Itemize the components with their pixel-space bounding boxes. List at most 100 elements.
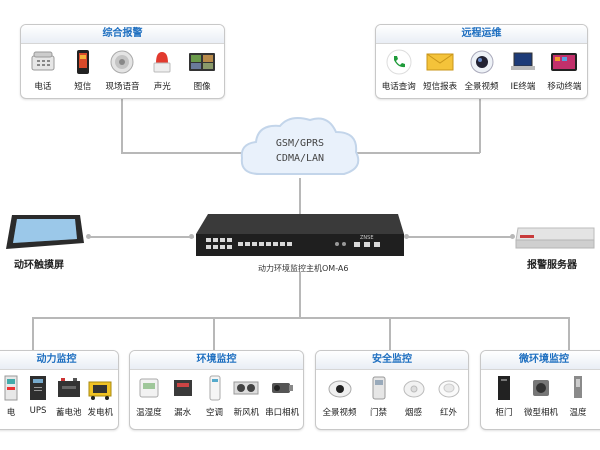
micro-item-temperature[interactable]: 温度	[561, 374, 595, 418]
connector-left-dot-host	[189, 234, 194, 239]
host-label: 动力环境监控主机OM-A6	[258, 264, 349, 273]
security-monitoring-panel: 安全监控 全景视频 门禁 烟感 红外	[315, 350, 469, 430]
remote-item-label: 全景视频	[464, 82, 499, 92]
connector-right	[406, 236, 512, 238]
connector-bottom-1	[32, 317, 34, 351]
alarm-server-icon	[515, 227, 595, 249]
tablet-icon	[549, 48, 579, 76]
power-item-battery[interactable]: 蓄电池	[53, 374, 85, 418]
security-item-label: 红外	[439, 408, 457, 418]
laptop-icon	[508, 48, 538, 76]
infrared-sensor-icon	[434, 374, 464, 402]
host-brand-label: ZNSE	[360, 235, 374, 241]
env-item-fresh-air-fan[interactable]: 新风机	[230, 374, 264, 418]
alarm-item-label: 现场语音	[105, 82, 140, 92]
security-item-label: 烟感	[404, 408, 422, 418]
phone-call-icon	[384, 48, 414, 76]
remote-item-label: 短信报表	[423, 82, 458, 92]
thermo-hygrometer-icon	[134, 374, 164, 402]
alarm-item-label: 短信	[74, 82, 92, 92]
alarm-item-voice[interactable]: 现场语音	[103, 48, 143, 92]
access-control-icon	[364, 374, 394, 402]
smoke-detector-icon	[399, 374, 429, 402]
security-item-label: 门禁	[369, 408, 387, 418]
connector-cloud-host	[299, 178, 301, 214]
connector-left-dot	[86, 234, 91, 239]
cabinet-door-icon	[489, 374, 519, 402]
touch-screen-icon	[6, 215, 84, 249]
power-item-label: 蓄电池	[55, 408, 82, 418]
connector-host-down	[299, 272, 301, 318]
image-display-icon	[187, 48, 217, 76]
touch-screen-label: 动环触摸屏	[14, 260, 64, 271]
alarm-panel-title: 综合报警	[21, 25, 224, 44]
security-item-access-control[interactable]: 门禁	[364, 374, 394, 418]
env-item-temp-humidity[interactable]: 温湿度	[132, 374, 166, 418]
ups-icon	[23, 374, 53, 402]
micro-item-cabinet-door[interactable]: 柜门	[487, 374, 521, 418]
remote-item-label: 电话查询	[381, 82, 416, 92]
alarm-item-phone[interactable]: 电话	[23, 48, 63, 92]
remote-item-ie-terminal[interactable]: IE终端	[502, 48, 543, 92]
env-item-label: 温湿度	[136, 408, 162, 418]
mobile-phone-icon	[68, 48, 98, 76]
security-item-panoramic[interactable]: 全景视频	[321, 374, 359, 418]
alarm-item-label: 电话	[34, 82, 52, 92]
alarm-light-icon	[147, 48, 177, 76]
security-item-smoke[interactable]: 烟感	[399, 374, 429, 418]
cloud-label-line2: CDMA/LAN	[276, 153, 324, 164]
connector-bottom-4	[568, 317, 570, 351]
connector-bottom-3	[389, 317, 391, 351]
water-leak-sensor-icon	[168, 374, 198, 402]
generator-icon	[85, 374, 115, 402]
alarm-item-label: 图像	[193, 82, 211, 92]
connector-right-dot	[510, 234, 515, 239]
remote-panel-title: 远程运维	[376, 25, 587, 44]
remote-item-mobile-terminal[interactable]: 移动终端	[544, 48, 585, 92]
telephone-icon	[28, 48, 58, 76]
connector-bottom-2	[213, 317, 215, 351]
micro-env-panel-title: 微环境监控	[481, 351, 600, 370]
env-item-label: 串口相机	[265, 408, 300, 418]
alarm-item-image[interactable]: 图像	[182, 48, 222, 92]
env-item-air-conditioner[interactable]: 空调	[200, 374, 230, 418]
connector-top-right	[479, 97, 481, 153]
power-item-electric[interactable]: 电	[0, 374, 23, 418]
env-item-serial-camera[interactable]: 串口相机	[263, 374, 301, 418]
power-item-label: 发电机	[87, 408, 113, 418]
temperature-sensor-icon	[563, 374, 593, 402]
speaker-icon	[107, 48, 137, 76]
env-item-label: 空调	[205, 408, 223, 418]
network-cloud: GSM/GPRS CDMA/LAN	[240, 117, 360, 175]
env-item-water-leak[interactable]: 漏水	[166, 374, 200, 418]
env-item-label: 漏水	[174, 408, 192, 418]
security-panel-title: 安全监控	[316, 351, 468, 370]
fresh-air-fan-icon	[231, 374, 261, 402]
mini-camera-icon	[526, 374, 556, 402]
alarm-item-light[interactable]: 声光	[142, 48, 182, 92]
power-item-ups[interactable]: UPS	[23, 374, 53, 416]
connector-bottom-bus	[32, 317, 570, 319]
remote-item-label: IE终端	[510, 82, 536, 92]
remote-item-phone-query[interactable]: 电话查询	[378, 48, 419, 92]
micro-environment-panel: 微环境监控 柜门 微型相机 温度	[480, 350, 600, 430]
alarm-panel: 综合报警 电话 短信 现场语音 声光	[20, 24, 225, 99]
dome-camera-icon	[467, 48, 497, 76]
connector-top-left	[121, 97, 123, 153]
dome-camera-icon	[325, 374, 355, 402]
remote-item-panoramic[interactable]: 全景视频	[461, 48, 502, 92]
remote-maintenance-panel: 远程运维 电话查询 短信报表 全景视频 IE终端	[375, 24, 588, 99]
micro-item-label: 温度	[569, 408, 587, 418]
alarm-item-sms[interactable]: 短信	[63, 48, 103, 92]
micro-item-mini-camera[interactable]: 微型相机	[521, 374, 561, 418]
security-item-label: 全景视频	[322, 408, 357, 418]
power-item-generator[interactable]: 发电机	[85, 374, 117, 418]
cloud-label-line1: GSM/GPRS	[276, 138, 324, 149]
env-item-label: 新风机	[233, 408, 260, 418]
remote-item-sms-report[interactable]: 短信报表	[419, 48, 460, 92]
air-conditioner-icon	[200, 374, 230, 402]
security-item-infrared[interactable]: 红外	[434, 374, 464, 418]
connector-left	[88, 236, 194, 238]
serial-camera-icon	[267, 374, 297, 402]
alarm-server-label: 报警服务器	[527, 260, 577, 271]
